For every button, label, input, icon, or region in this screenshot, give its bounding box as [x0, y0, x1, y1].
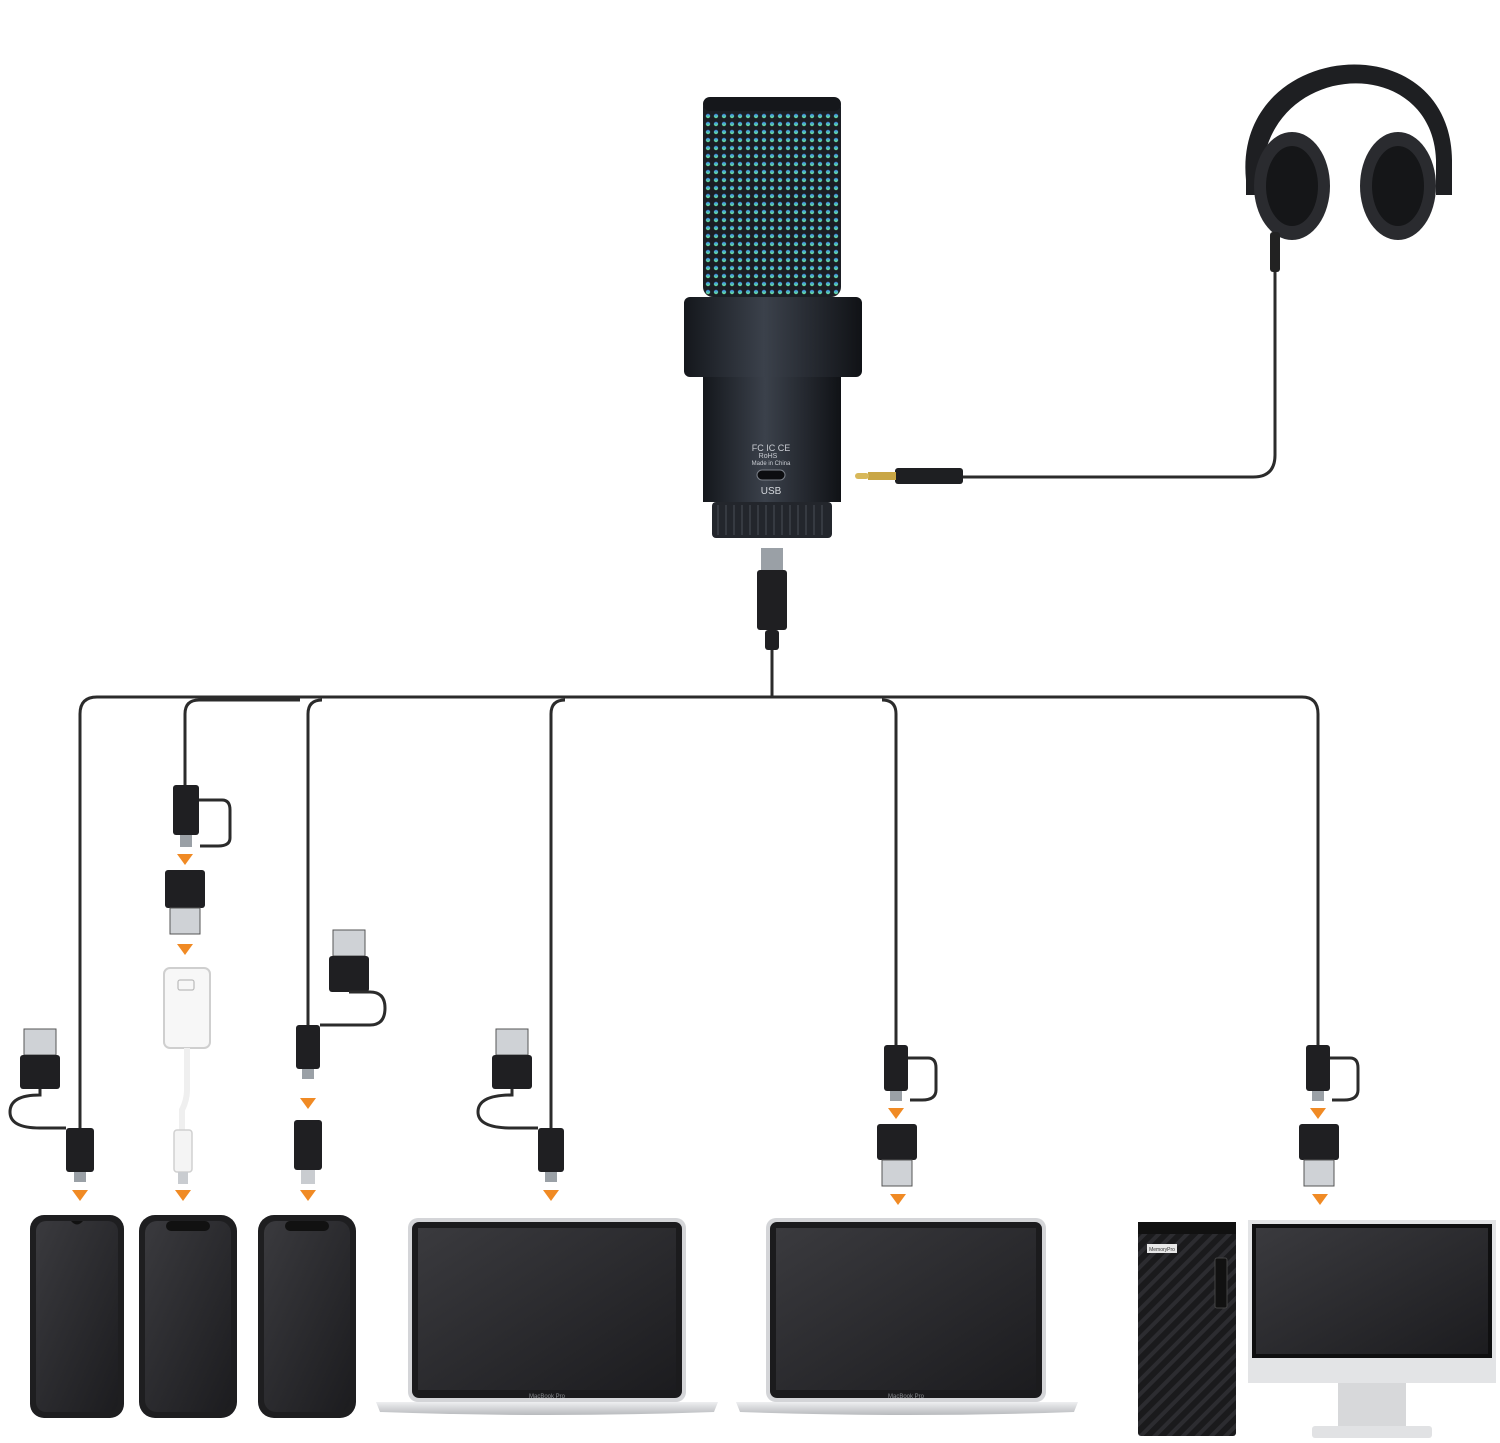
usb-a-plug-icon — [23, 1028, 57, 1056]
usb-a-plug-icon — [1303, 1159, 1335, 1187]
arrow-down-icon — [72, 1190, 88, 1201]
usb-port-label: USB — [761, 486, 782, 497]
headphone-cable — [960, 272, 1277, 479]
made-in-text: Made in China — [752, 461, 791, 467]
desktop-tower-icon: MemoryPro — [1138, 1222, 1236, 1436]
adapter-chain-4 — [476, 1028, 564, 1201]
usb-a-plug-icon — [881, 1159, 913, 1187]
adapter-chain-6 — [1299, 1045, 1360, 1205]
arrow-down-icon — [888, 1108, 904, 1119]
microphone-mount-ring — [684, 297, 862, 377]
arrow-down-icon — [175, 1190, 191, 1201]
rohs-mark: RoHS — [759, 453, 778, 460]
arrow-down-icon — [177, 944, 193, 955]
adapter-chain-5 — [877, 1045, 938, 1205]
laptop-icon: MacBook Pro — [376, 1218, 718, 1415]
laptop-brand: MacBook Pro — [888, 1394, 925, 1400]
lightning-adapter-icon — [163, 967, 211, 1184]
microphone: FC IC CE RoHS Made in China USB — [684, 97, 862, 538]
lightning-adapter-icon — [294, 1120, 322, 1170]
arrow-down-icon — [890, 1194, 906, 1205]
arrow-down-icon — [543, 1190, 559, 1201]
usb-a-plug-icon — [495, 1028, 529, 1056]
adapter-chain-2 — [163, 785, 232, 1201]
arrow-down-icon — [300, 1098, 316, 1109]
headphones-icon — [1245, 64, 1452, 272]
laptop-brand: MacBook Pro — [529, 1394, 566, 1400]
usb-c-plug-icon — [757, 548, 787, 650]
pc-brand: MemoryPro — [1149, 1247, 1175, 1253]
arrow-down-icon — [300, 1190, 316, 1201]
monitor-icon — [1248, 1220, 1496, 1438]
smartphone-icon — [139, 1215, 237, 1418]
microphone-knob-knurl — [717, 505, 823, 535]
smartphone-icon — [30, 1215, 124, 1418]
microphone-body — [703, 377, 841, 502]
cert-marks: FC IC CE — [752, 443, 791, 453]
adapter-chain-1 — [8, 1028, 94, 1201]
arrow-down-icon — [1310, 1108, 1326, 1119]
laptop-icon: MacBook Pro — [736, 1218, 1078, 1415]
microphone-top-cap — [703, 97, 841, 111]
arrow-down-icon — [177, 854, 193, 865]
microphone-grille — [703, 97, 841, 297]
smartphone-icon — [258, 1215, 356, 1418]
aux-jack-icon — [855, 468, 963, 484]
usb-a-plug-icon — [169, 907, 201, 935]
usb-c-port — [756, 469, 786, 481]
usb-a-plug-icon — [332, 929, 366, 957]
arrow-down-icon — [1312, 1194, 1328, 1205]
usb-c-plug-icon — [66, 1128, 94, 1172]
cable-tree — [78, 650, 1320, 1130]
usb-c-plug-icon — [538, 1128, 564, 1172]
adapter-chain-3 — [294, 929, 387, 1201]
